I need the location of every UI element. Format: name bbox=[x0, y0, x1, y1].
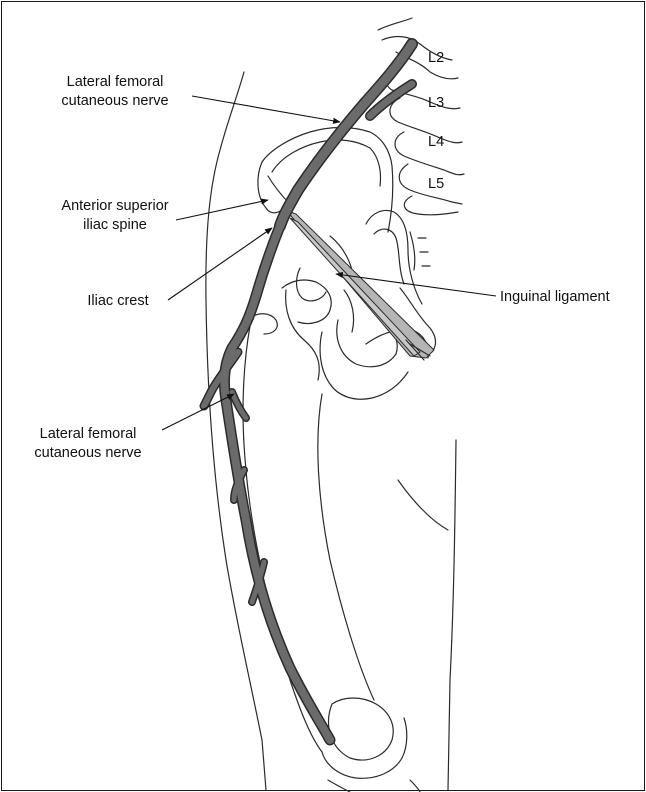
vertebra-label-l2: L2 bbox=[428, 50, 444, 66]
label-lfcn-top-line1: Lateral femoral bbox=[67, 74, 164, 90]
lumbar-spine bbox=[378, 18, 464, 270]
callout-labels: Lateral femoral cutaneous nerve Anterior… bbox=[34, 74, 609, 461]
label-lfcn-top-line2: cutaneous nerve bbox=[61, 93, 168, 109]
leader-lfcn-top bbox=[192, 96, 340, 122]
label-inguinal-ligament: Inguinal ligament bbox=[500, 289, 610, 305]
vertebra-label-l4: L4 bbox=[428, 134, 444, 150]
leader-asis bbox=[176, 200, 268, 220]
nerve-shape bbox=[204, 44, 412, 740]
label-lfcn-bottom-line2: cutaneous nerve bbox=[34, 445, 141, 461]
inguinal-ligament bbox=[286, 210, 434, 360]
label-lfcn-bottom-line1: Lateral femoral bbox=[40, 426, 137, 442]
label-iliac-crest: Iliac crest bbox=[87, 293, 148, 309]
vertebra-label-l3: L3 bbox=[428, 95, 444, 111]
femur bbox=[243, 326, 420, 792]
label-asis-line1: Anterior superior bbox=[61, 198, 168, 214]
vertebra-label-l5: L5 bbox=[428, 176, 444, 192]
vertebra-labels: L2 L3 L4 L5 bbox=[428, 50, 444, 192]
label-asis-line2: iliac spine bbox=[83, 217, 147, 233]
